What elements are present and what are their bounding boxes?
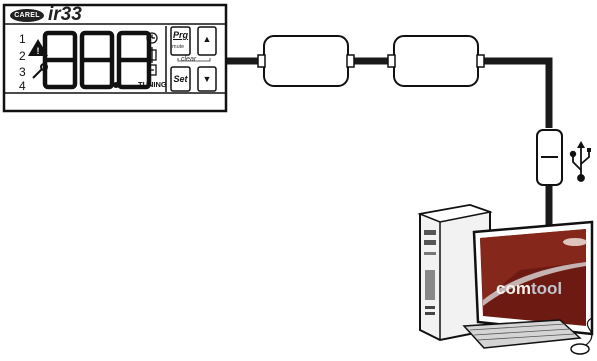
usb-icon [569,141,591,182]
computer-tower [417,203,493,342]
usb-adapter [536,129,563,186]
channel-label-1: 1 [19,32,26,46]
clock-icon [146,32,158,44]
svg-text:!: ! [37,46,40,56]
tuning-label: TUNING [138,80,167,89]
brand-logo: CAREL [10,9,44,22]
mute-label: mute [172,44,185,50]
keyboard [462,319,582,349]
defrost-icon [147,47,157,63]
prg-key [170,26,191,56]
screen-brand-text: comtool [496,279,562,299]
wrench-icon [32,63,48,79]
decimal-point [113,82,119,88]
down-key [197,66,217,92]
screen-brand-part2: tool [530,279,563,298]
up-key [197,26,217,56]
up-arrow-icon: ▲ [202,34,212,44]
channel-label-3: 3 [19,65,26,79]
alarm-icon [28,39,48,56]
channel-label-4: 4 [19,79,26,93]
fan-icon [147,64,157,76]
channel-label-2: 2 [19,49,26,63]
mouse [570,317,593,355]
prg-label: Prg [173,30,189,40]
clear-label: clear [181,56,197,63]
computer-monitor [472,220,594,339]
cable-path [226,57,553,226]
converter-module-1 [257,35,355,87]
down-arrow-icon: ▼ [202,74,212,84]
set-label: Set [173,74,188,84]
converter-module-2 [387,35,485,87]
model-name: ir33 [48,4,82,25]
set-key [170,66,191,92]
controller-panel: ! [2,3,228,113]
screen-brand-part1: com [496,279,531,298]
